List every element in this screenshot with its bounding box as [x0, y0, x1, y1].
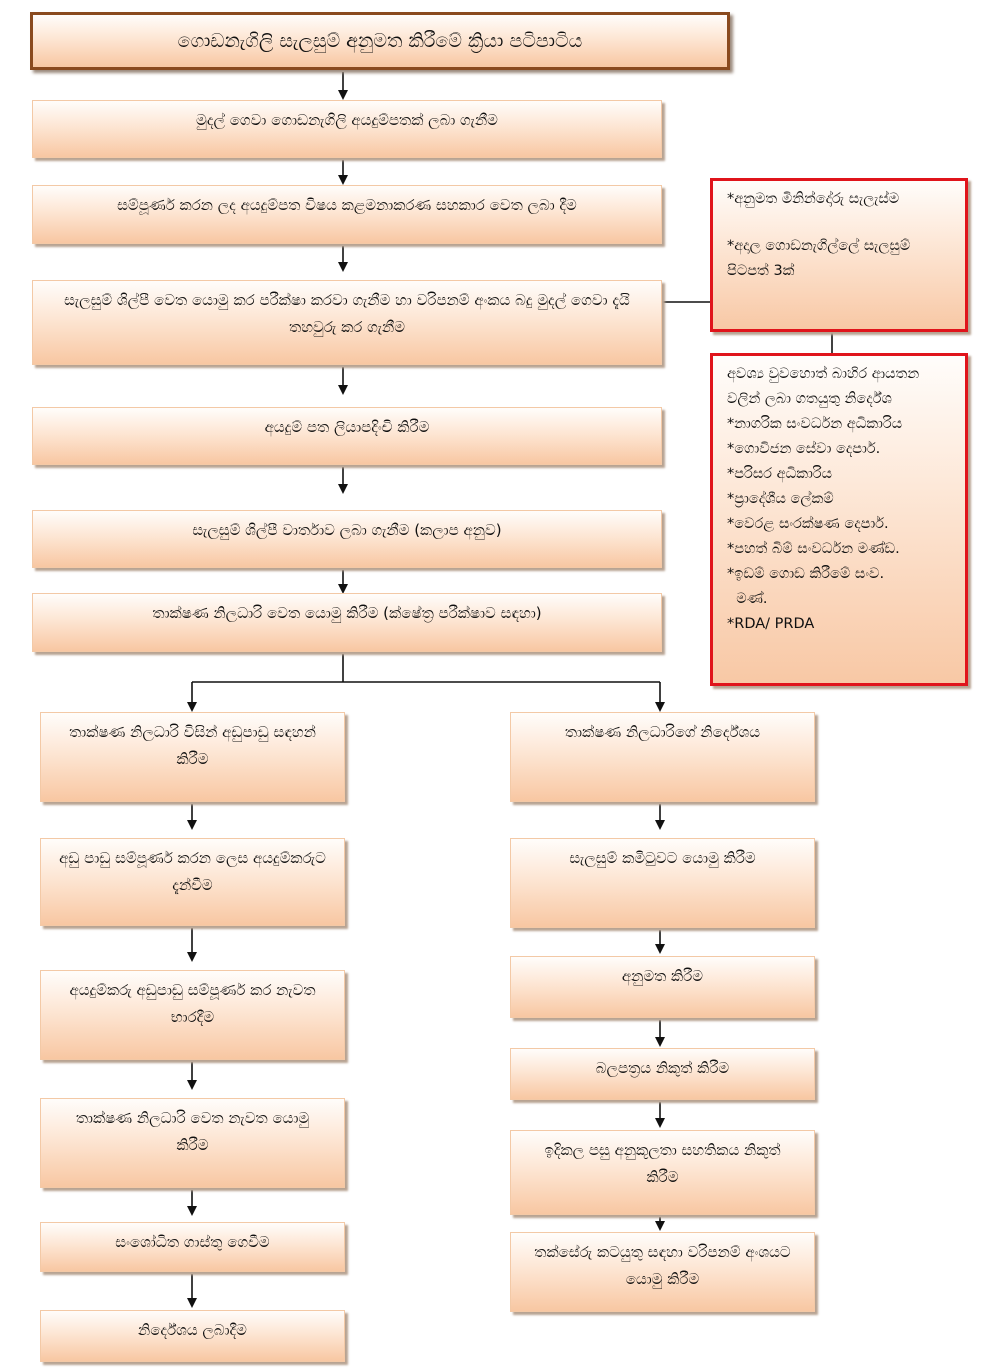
- arrow-head: [338, 484, 348, 494]
- arrow-head: [187, 820, 197, 830]
- right-step-6: තක්සේරු කටයුතු සඳහා වරිපනම් අංශයට යොමු ක…: [510, 1232, 815, 1312]
- step-submit-application: සම්පූර්ණ කරන ලද අයදුම්පත විෂය කළමනාකරණ ස…: [32, 185, 662, 244]
- step-text: බලපත්‍රය නිකුත් කිරීම: [595, 1059, 730, 1077]
- right-step-3: අනුමත කිරීම: [510, 956, 815, 1018]
- external-item: *පහත් බිම් සංවර්ධන මණ්ඩ.: [727, 541, 900, 557]
- arrow-head: [187, 1206, 197, 1216]
- step-text: අයදුම් පත ලියාපදිංචි කිරීම: [264, 418, 430, 436]
- step-text: තක්සේරු කටයුතු සඳහා වරිපනම් අංශයට යොමු ක…: [534, 1243, 791, 1288]
- side-note-requirements: *අනුමත මිනින්දෝරු සැලැස්ම *අදාල ගොඩනැගිල…: [710, 178, 968, 332]
- left-step-1: තාක්ෂණ නිලධාරි විසින් අඩුපාඩු සඳහන් කිරී…: [40, 712, 345, 802]
- step-text: තාක්ෂණ නිලධාරි වෙත යොමු කිරීම (ක්ෂේත්‍ර …: [152, 604, 542, 622]
- step-text: නිර්දේශය ලබාදීම: [138, 1321, 247, 1339]
- step-text: අයදුම්කරු අඩුපාඩු සම්පූර්ණ කර නැවත භාරදී…: [69, 981, 316, 1026]
- step-register-application: අයදුම් පත ලියාපදිංචි කිරීම: [32, 407, 662, 465]
- right-step-2: සැලසුම් කමිටුවට යොමු කිරීම: [510, 838, 815, 928]
- step-text: අඩු පාඩු සම්පූර්ණ කරන ලෙස අයදුම්කරුට දැන…: [59, 849, 326, 894]
- step-architect-report: සැලසුම් ශිල්පී වාර්තාව ලබා ගැනීම (කලාප අ…: [32, 510, 662, 568]
- external-item: *ගොවිජන සේවා දෙපාර්.: [727, 441, 881, 457]
- step-text: මුදල් ගෙවා ගොඩනැගිලි අයදුම්පතක් ලබා ගැනී…: [196, 111, 498, 129]
- right-step-5: ඉදිකල පසු අනුකූලතා සහතිකය නිකුත් කිරීම: [510, 1130, 815, 1215]
- arrow-head: [338, 262, 348, 272]
- external-item: *RDA/ PRDA: [727, 616, 815, 632]
- title-text: ගොඩනැගිලි සැලසුම් අනුමත කිරීමේ ක්‍රියා ප…: [177, 29, 583, 52]
- requirement-item: *අදාල ගොඩනැගිල්ලේ සැලසුම් පිටපත් 3ක්: [727, 238, 915, 279]
- external-item: *ඉඩම් ගොඩ කිරීමේ සංව. මණ්.: [727, 566, 885, 607]
- step-refer-technical-officer: තාක්ෂණ නිලධාරි වෙත යොමු කිරීම (ක්ෂේත්‍ර …: [32, 593, 662, 652]
- external-heading: අවශ්‍ය වුවහොත් බාහිර ආයතන වලින් ලබා ගතයු…: [727, 366, 924, 407]
- step-text: තාක්ෂණ නිලධාරි විසින් අඩුපාඩු සඳහන් කිරී…: [69, 723, 316, 768]
- step-text: තාක්ෂණ නිලධාරිගේ නිර්දේශය: [564, 723, 761, 741]
- step-text: සැලසුම් ශිල්පී වාර්තාව ලබා ගැනීම (කලාප අ…: [192, 521, 502, 539]
- right-step-1: තාක්ෂණ නිලධාරිගේ නිර්දේශය: [510, 712, 815, 802]
- requirement-item: *අනුමත මිනින්දෝරු සැලැස්ම: [727, 191, 900, 207]
- left-step-4: තාක්ෂණ නිලධාරි වෙත නැවත යොමු කිරීම: [40, 1098, 345, 1188]
- flowchart-title: ගොඩනැගිලි සැලසුම් අනුමත කිරීමේ ක්‍රියා ප…: [30, 12, 730, 70]
- step-text: සංශෝධිත ගාස්තු ගෙවීම: [115, 1233, 270, 1251]
- arrow-head: [187, 702, 197, 712]
- arrow-head: [338, 584, 348, 594]
- arrow-head: [187, 1080, 197, 1090]
- arrow-head: [655, 820, 665, 830]
- external-item: *නාගරික සංවර්ධන අධිකාරිය: [727, 416, 903, 432]
- arrow-head: [655, 702, 665, 712]
- arrow-head: [338, 385, 348, 395]
- left-step-5: සංශෝධිත ගාස්තු ගෙවීම: [40, 1222, 345, 1272]
- step-architect-check: සැලසුම් ශිල්පී වෙත යොමු කර පරීක්ෂා කරවා …: [32, 280, 662, 365]
- arrow-head: [187, 952, 197, 962]
- external-item: *වෙරළ සංරක්ෂණ දෙපාර්.: [727, 516, 889, 532]
- step-get-application: මුදල් ගෙවා ගොඩනැගිලි අයදුම්පතක් ලබා ගැනී…: [32, 100, 662, 158]
- external-item: *පරිසර අධිකාරිය: [727, 466, 833, 482]
- right-step-4: බලපත්‍රය නිකුත් කිරීම: [510, 1048, 815, 1100]
- left-step-6: නිර්දේශය ලබාදීම: [40, 1310, 345, 1362]
- left-step-3: අයදුම්කරු අඩුපාඩු සම්පූර්ණ කර නැවත භාරදී…: [40, 970, 345, 1060]
- arrow-head: [655, 1037, 665, 1047]
- arrow-head: [338, 90, 348, 100]
- arrow-head: [338, 175, 348, 185]
- step-text: සැලසුම් කමිටුවට යොමු කිරීම: [569, 849, 756, 867]
- left-step-2: අඩු පාඩු සම්පූර්ණ කරන ලෙස අයදුම්කරුට දැන…: [40, 838, 345, 926]
- arrow-head: [655, 1221, 665, 1231]
- step-text: අනුමත කිරීම: [621, 967, 704, 985]
- step-text: සම්පූර්ණ කරන ලද අයදුම්පත විෂය කළමනාකරණ ස…: [117, 196, 577, 214]
- step-text: තාක්ෂණ නිලධාරි වෙත නැවත යොමු කිරීම: [75, 1109, 310, 1154]
- external-item: *ප්‍රාදේශීය ලේකම්: [727, 491, 834, 507]
- step-text: ඉදිකල පසු අනුකූලතා සහතිකය නිකුත් කිරීම: [544, 1141, 781, 1186]
- arrow-head: [187, 1298, 197, 1308]
- side-note-external-recommendations: අවශ්‍ය වුවහොත් බාහිර ආයතන වලින් ලබා ගතයු…: [710, 353, 968, 686]
- arrow-head: [655, 1118, 665, 1128]
- step-text: සැලසුම් ශිල්පී වෙත යොමු කර පරීක්ෂා කරවා …: [64, 291, 630, 336]
- arrow-head: [655, 944, 665, 954]
